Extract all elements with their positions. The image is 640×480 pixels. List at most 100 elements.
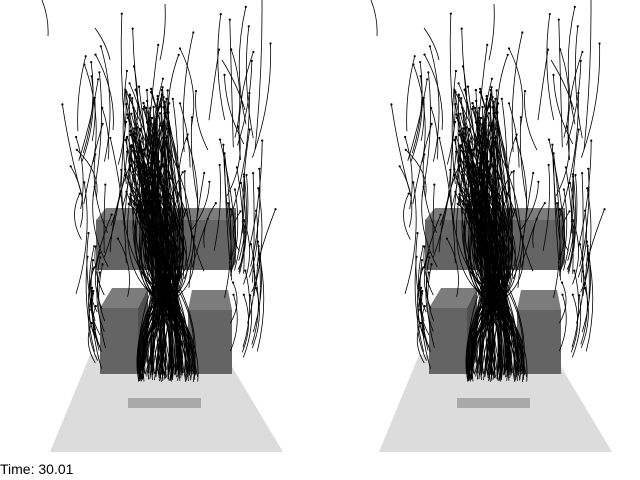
streamline-end: [458, 185, 461, 188]
streamline-end: [465, 126, 468, 129]
streamline: [147, 44, 159, 157]
streamline: [391, 104, 412, 198]
streamline: [497, 54, 509, 149]
streamline: [88, 309, 98, 361]
streamline-end: [93, 266, 96, 269]
streamline-end: [167, 120, 170, 124]
streamline-end: [577, 128, 580, 131]
streamline-end: [547, 138, 551, 141]
streamline: [150, 202, 168, 375]
streamline-end: [427, 251, 430, 254]
streamline-end: [168, 177, 171, 180]
streamline: [559, 294, 567, 352]
streamline-end: [141, 153, 145, 157]
streamline: [256, 209, 276, 267]
streamline-end: [477, 202, 480, 205]
streamline-end: [98, 71, 101, 74]
streamline-end: [125, 190, 128, 193]
stereo-viewport[interactable]: [0, 0, 640, 460]
streamline: [462, 128, 518, 372]
streamline-end: [99, 256, 102, 259]
streamline: [109, 137, 127, 264]
streamline-end: [491, 184, 494, 188]
streamline-end: [461, 202, 465, 206]
streamline: [138, 102, 185, 377]
streamline-end: [449, 12, 452, 15]
streamline: [85, 256, 95, 352]
streamline-end: [491, 96, 494, 99]
streamline-end: [166, 170, 170, 173]
streamline-end: [165, 97, 168, 101]
streamline-end: [521, 235, 525, 238]
streamline-end: [552, 159, 555, 162]
streamline-end: [497, 150, 500, 153]
streamline-end: [258, 252, 261, 255]
streamline: [251, 271, 259, 345]
streamline: [139, 108, 172, 381]
streamline: [508, 48, 524, 127]
streamline: [91, 287, 102, 353]
streamline: [458, 184, 508, 375]
streamline-end: [581, 50, 584, 54]
streamline: [406, 56, 416, 132]
streamline-end: [454, 69, 457, 73]
streamline: [166, 128, 175, 244]
streamline: [92, 186, 109, 268]
streamline: [117, 238, 130, 297]
streamline: [476, 44, 488, 157]
streamline-end: [459, 112, 462, 116]
streamline-end: [479, 173, 482, 177]
streamline: [100, 46, 111, 162]
streamline-end: [492, 112, 495, 115]
streamline-end: [571, 173, 574, 176]
streamline-end: [239, 210, 242, 213]
streamline: [476, 107, 513, 373]
streamline-end: [500, 97, 503, 100]
streamline: [103, 169, 122, 258]
streamline-end: [497, 206, 500, 209]
streamline: [555, 126, 570, 197]
streamline-end: [558, 208, 561, 211]
streamline-end: [232, 293, 235, 296]
streamline-end: [457, 165, 460, 168]
streamline-end: [129, 129, 132, 133]
streamline-end: [556, 202, 559, 205]
streamline-end: [132, 106, 135, 109]
streamline: [248, 210, 258, 278]
streamline: [139, 191, 188, 381]
streamline-end: [413, 55, 416, 58]
streamline: [458, 83, 478, 156]
streamline: [117, 89, 127, 165]
streamline-end: [483, 150, 486, 153]
streamline: [567, 6, 576, 125]
streamline-end: [492, 201, 495, 204]
streamline: [156, 106, 168, 382]
streamline-end: [552, 73, 555, 76]
streamline-end: [137, 173, 140, 176]
streamline-end: [483, 128, 486, 131]
streamline-end: [124, 174, 127, 177]
lower-left-box: [100, 308, 138, 374]
streamline-end: [158, 124, 161, 127]
streamline-end: [87, 232, 90, 235]
streamline-end: [466, 173, 469, 176]
streamline-end: [249, 243, 253, 246]
streamline: [91, 97, 96, 141]
streamline: [411, 62, 423, 154]
streamline-end: [90, 61, 93, 64]
streamline: [203, 202, 217, 248]
streamline-end: [252, 50, 255, 54]
streamline: [520, 181, 539, 230]
streamline: [429, 46, 440, 162]
streamline: [484, 78, 493, 184]
streamline: [459, 134, 504, 379]
streamline: [155, 78, 164, 184]
streamline-end: [126, 113, 129, 116]
streamline: [492, 172, 513, 237]
streamline: [94, 27, 111, 61]
streamline: [512, 236, 524, 280]
streamline: [546, 14, 555, 121]
streamline: [585, 209, 605, 267]
streamline-end: [490, 195, 493, 198]
streamline: [532, 202, 546, 248]
